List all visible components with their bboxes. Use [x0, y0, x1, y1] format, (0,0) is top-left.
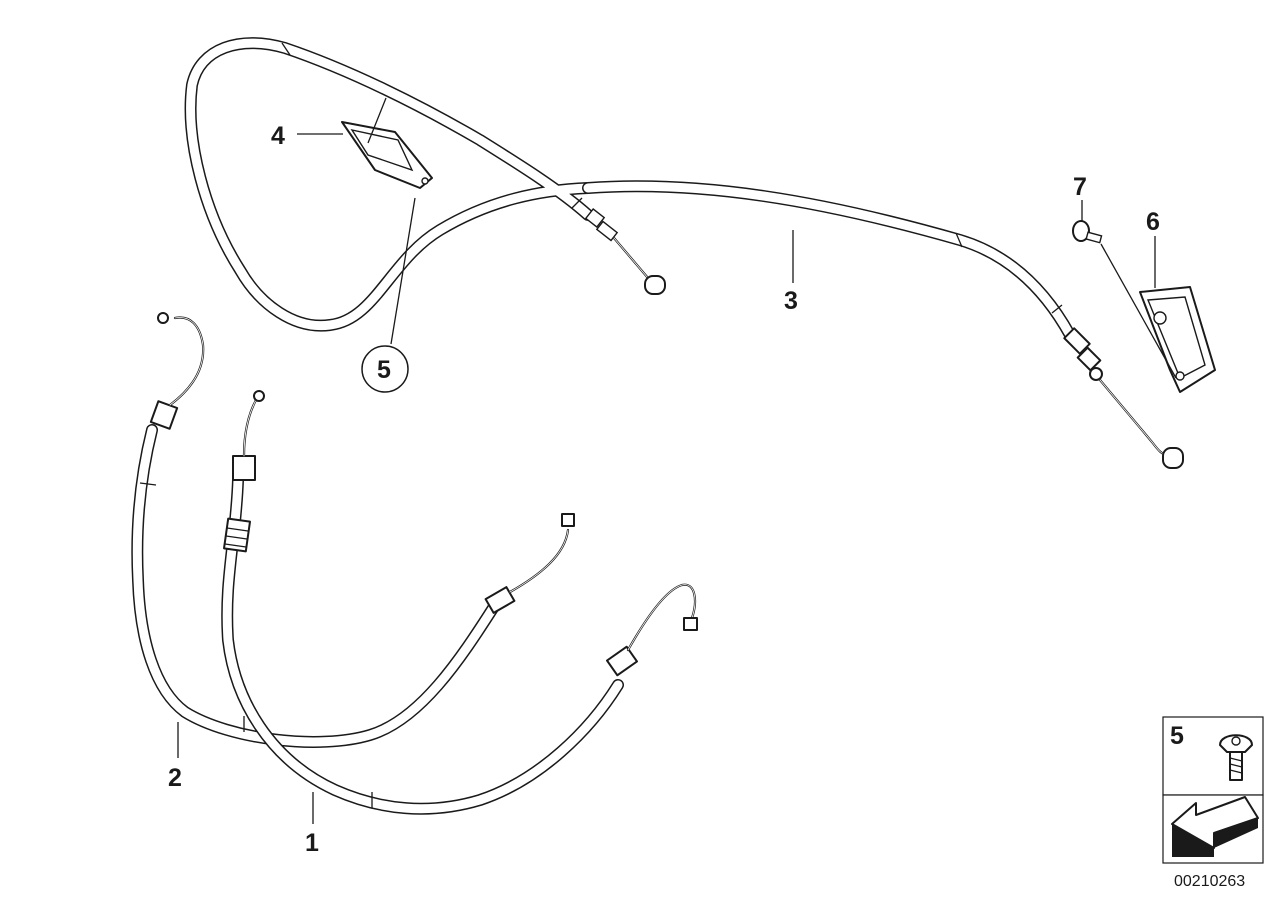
- cable-part-2[interactable]: [131, 312, 575, 748]
- inset-part-number: 5: [1170, 722, 1184, 750]
- screw-part-7[interactable]: [1072, 220, 1103, 244]
- screw-icon: [1219, 734, 1253, 781]
- callout-part-7: 7: [1073, 173, 1087, 201]
- cable-part-3[interactable]: [582, 180, 1184, 469]
- arrow-down-left-icon: [1171, 796, 1259, 857]
- callout-part-2: 2: [168, 764, 182, 792]
- callout-part-5: 5: [377, 356, 391, 384]
- inset-panel: 5 00210263: [1162, 716, 1264, 890]
- callout-part-4: 4: [271, 122, 285, 150]
- callout-circle-part-5: [361, 345, 409, 393]
- leader-lines: [177, 97, 1177, 824]
- callout-part-3: 3: [784, 287, 798, 315]
- cable-part-1[interactable]: [221, 390, 698, 815]
- cable-part-4[interactable]: [184, 37, 666, 332]
- bracket-part-6[interactable]: [1139, 286, 1216, 393]
- callout-part-6: 6: [1146, 208, 1160, 236]
- clip-part-4[interactable]: [341, 121, 433, 189]
- document-number: 00210263: [1174, 873, 1245, 890]
- callout-part-1: 1: [305, 829, 319, 857]
